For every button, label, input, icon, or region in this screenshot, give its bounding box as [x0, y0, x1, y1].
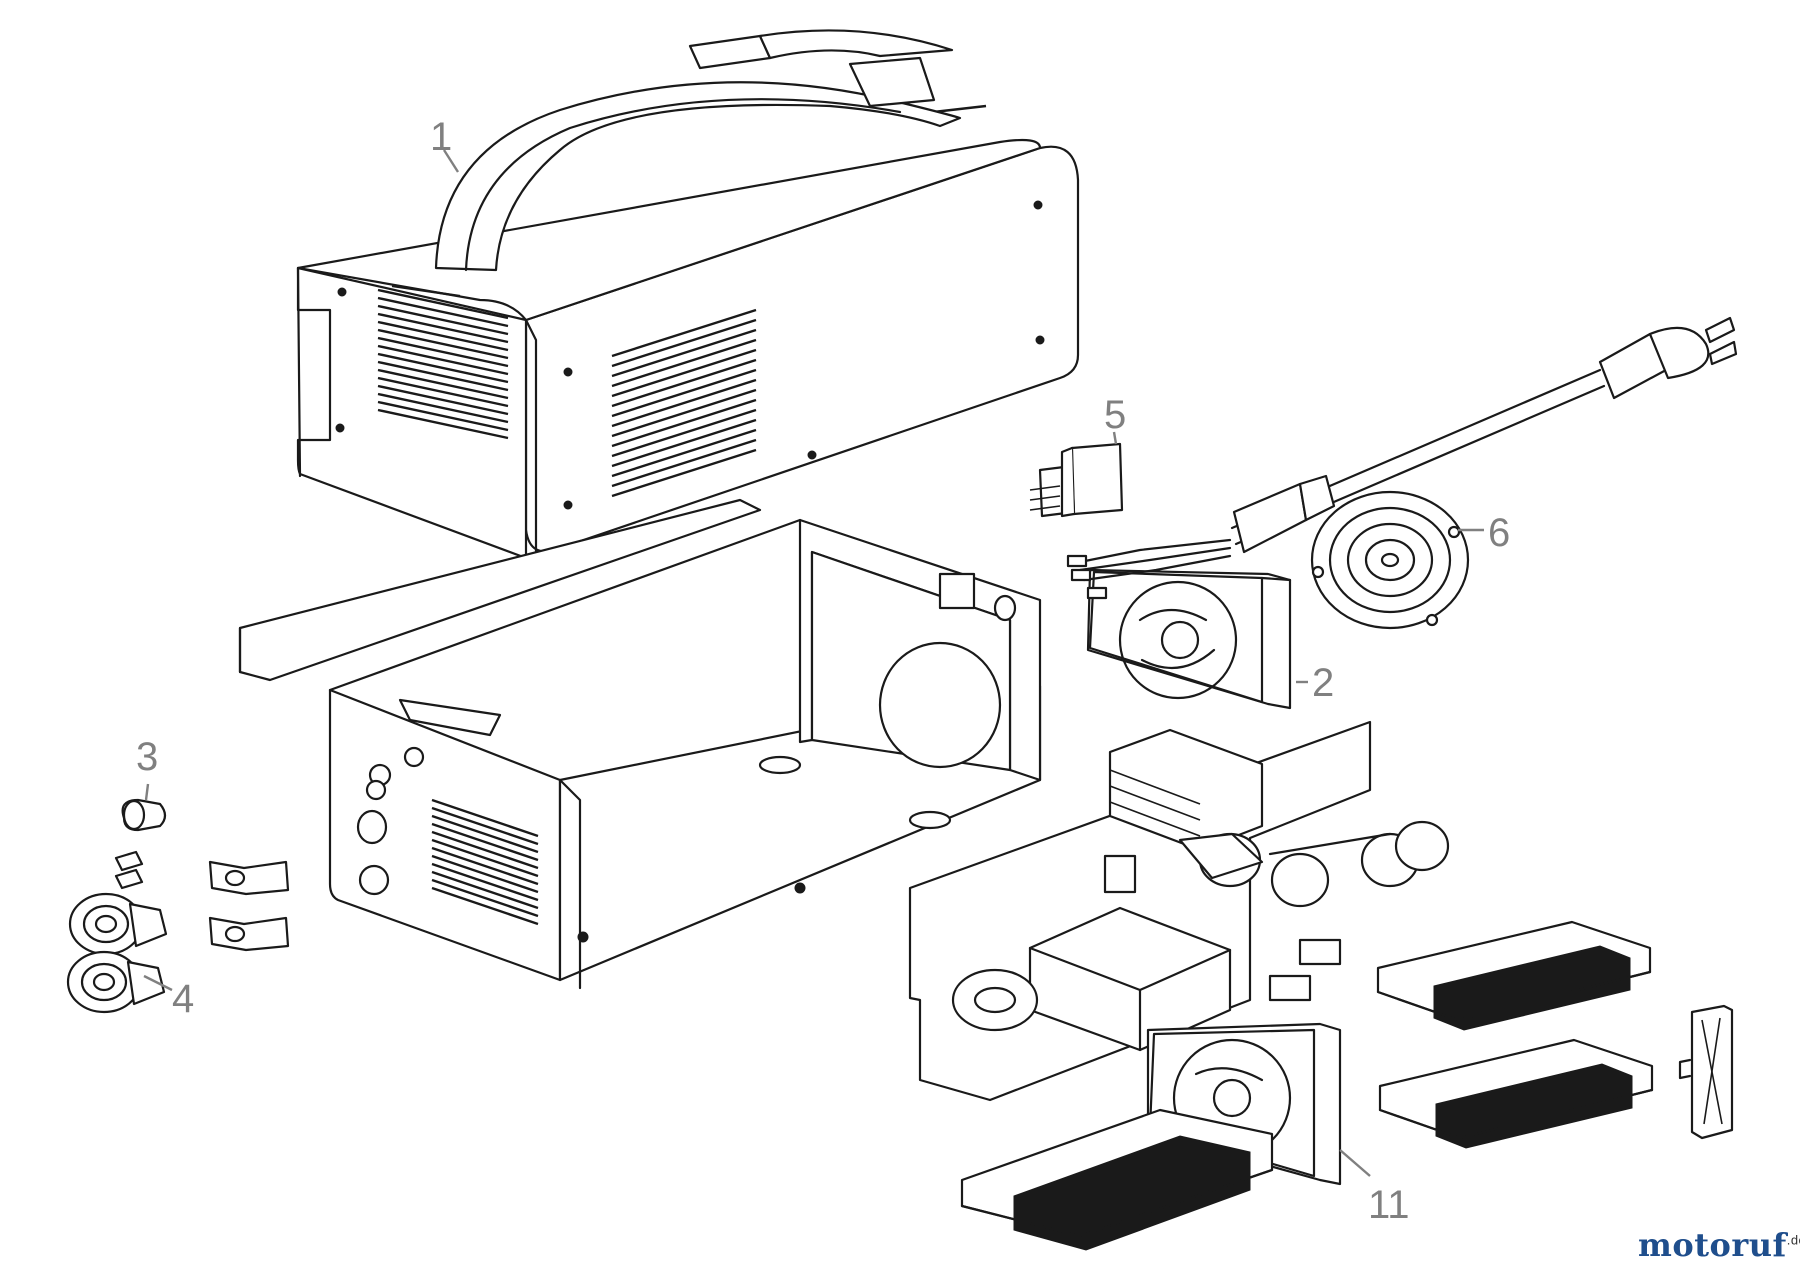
knob-cap — [121, 798, 167, 832]
callout-2: 2 — [1296, 661, 1334, 705]
top-cover — [296, 29, 1080, 562]
callout-1: 1 — [430, 115, 460, 173]
callout-6: 6 — [1458, 511, 1510, 555]
motoruf-watermark: motoruf.de — [1638, 1226, 1800, 1264]
brand-suffix: .de — [1786, 1232, 1800, 1248]
main-pcb — [908, 720, 1450, 1102]
power-switch — [1029, 442, 1124, 518]
cover-end-vents — [377, 288, 509, 440]
callout-label-4: 4 — [172, 977, 194, 1021]
callout-label-6: 6 — [1488, 511, 1510, 555]
callout-5: 5 — [1104, 393, 1126, 445]
callout-11: 11 — [1339, 1149, 1410, 1227]
pcb-support-bracket — [1678, 1004, 1734, 1140]
cooling-fan — [1066, 538, 1292, 710]
callout-label-3: 3 — [136, 735, 158, 779]
heatsink-board-middle — [1378, 1038, 1654, 1149]
callout-label-2: 2 — [1312, 661, 1334, 705]
callout-label-5: 5 — [1104, 393, 1126, 437]
heatsink-board-upper — [1376, 920, 1652, 1031]
callout-label-11: 11 — [1368, 1183, 1410, 1227]
cover-side-vents — [611, 308, 757, 498]
brand-main: motoruf — [1638, 1226, 1787, 1264]
output-sockets — [66, 892, 168, 1014]
mounting-brackets — [208, 860, 290, 952]
base-tray — [238, 498, 1042, 990]
power-cord — [1230, 316, 1738, 554]
fan-guard — [1310, 490, 1470, 630]
heatsink-board-lower — [960, 1108, 1274, 1251]
carry-handle — [434, 29, 962, 272]
clip-pieces — [114, 850, 144, 890]
base-front-vents — [431, 798, 539, 926]
callout-3: 3 — [136, 735, 158, 801]
callout-4: 4 — [143, 974, 194, 1021]
callout-label-1: 1 — [430, 115, 452, 159]
